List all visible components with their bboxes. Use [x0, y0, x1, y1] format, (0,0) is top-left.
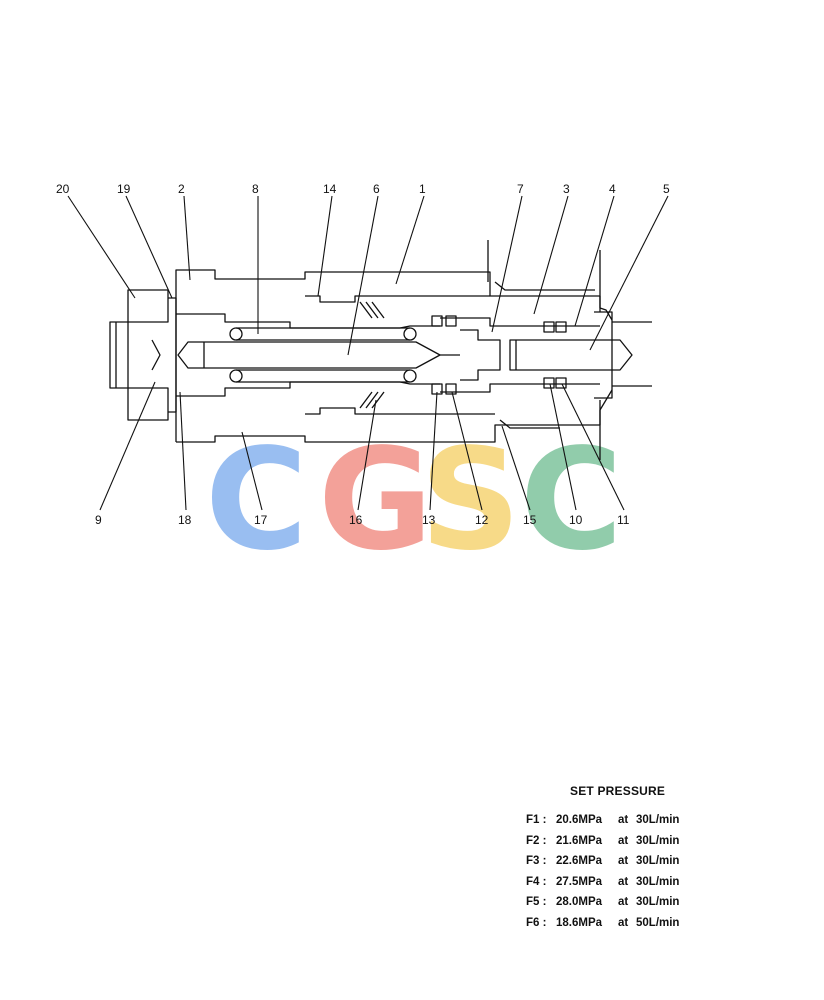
callout-17: 17	[254, 513, 268, 527]
callout-1: 1	[419, 182, 426, 196]
watermark-letter-1: C	[205, 419, 308, 582]
row-at: at	[618, 875, 629, 888]
row-at: at	[618, 855, 629, 867]
callout-14: 14	[323, 182, 337, 196]
row-at: at	[618, 814, 629, 826]
row-flow: 30L/min	[636, 814, 680, 826]
callout-11: 11	[617, 513, 630, 527]
callout-20: 20	[56, 182, 70, 196]
row-pressure: 22.6MPa	[556, 855, 603, 867]
row-pressure: 20.6MPa	[556, 814, 603, 826]
callout-9: 9	[95, 513, 102, 527]
row-pressure: 27.5MPa	[556, 875, 603, 888]
callout-4: 4	[609, 182, 616, 196]
row-flow: 30L/min	[636, 896, 680, 908]
row-pressure: 28.0MPa	[556, 896, 603, 908]
row-pressure: 18.6MPa	[556, 916, 603, 929]
callout-labels: 20 19 2 8 14 6 1 7 3 4 5 9 18 17 16 13 1…	[56, 182, 670, 527]
callout-8: 8	[252, 182, 259, 196]
row-label: F4 :	[526, 875, 547, 888]
row-at: at	[618, 896, 629, 908]
callout-18: 18	[178, 513, 192, 527]
callout-10: 10	[569, 513, 583, 527]
row-label: F3 :	[526, 855, 547, 867]
callout-12: 12	[475, 513, 489, 527]
row-flow: 50L/min	[636, 916, 680, 929]
row-label: F5 :	[526, 896, 547, 908]
row-flow: 30L/min	[636, 834, 680, 847]
callout-2: 2	[178, 182, 185, 196]
row-label: F2 :	[526, 834, 547, 847]
row-flow: 30L/min	[636, 875, 680, 888]
watermark: C G S C	[205, 419, 623, 582]
row-label: F6 :	[526, 916, 547, 929]
callout-7: 7	[517, 182, 524, 196]
callout-15: 15	[523, 513, 537, 527]
callout-19: 19	[117, 182, 131, 196]
set-pressure-title: SET PRESSURE	[570, 784, 666, 798]
leader-lines	[67, 195, 669, 511]
callout-16: 16	[349, 513, 363, 527]
callout-6: 6	[373, 182, 380, 196]
callout-13: 13	[422, 513, 436, 527]
row-pressure: 21.6MPa	[556, 834, 603, 847]
relief-valve-cross-section: C G S C	[56, 182, 670, 582]
watermark-letter-4: C	[520, 419, 623, 582]
row-label: F1 :	[526, 814, 547, 826]
row-flow: 30L/min	[636, 855, 680, 867]
row-at: at	[618, 916, 629, 929]
row-at: at	[618, 834, 629, 847]
watermark-letter-3: S	[420, 419, 521, 582]
callout-5: 5	[663, 182, 670, 196]
callout-3: 3	[563, 182, 570, 196]
watermark-letter-2: G	[318, 419, 433, 582]
